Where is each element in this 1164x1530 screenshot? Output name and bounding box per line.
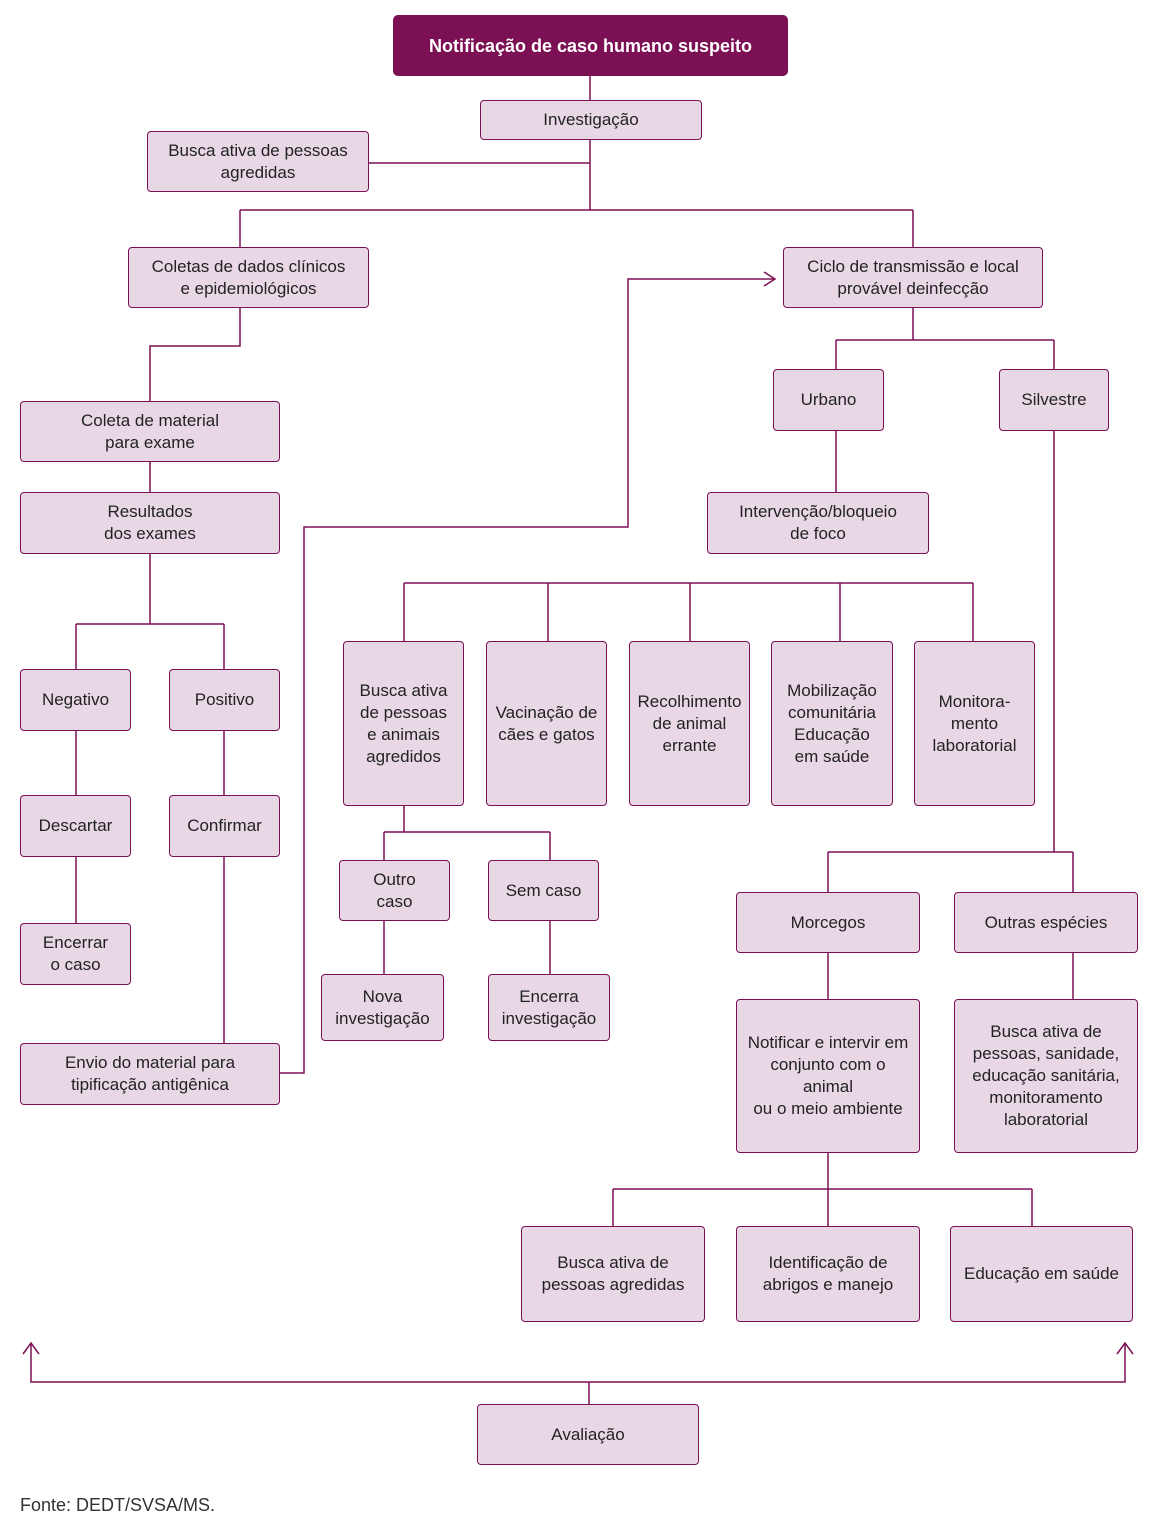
notificar-intervir-box: Notificar e intervir em conjunto com o a… <box>736 999 920 1153</box>
envio-material-label: Envio do material para tipificação antig… <box>64 1053 236 1094</box>
busca-pessoas-agredidas-2-label: Busca ativa de pessoas agredidas <box>541 1253 685 1294</box>
morcegos-box: Morcegos <box>736 892 920 953</box>
negativo-label: Negativo <box>41 690 110 709</box>
ciclo-transmissao-box: Ciclo de transmissão e local provável de… <box>783 247 1043 308</box>
mobilizacao-box: Mobilização comunitária Educação em saúd… <box>771 641 893 806</box>
vacinacao-label: Vacinação de cães e gatos <box>495 702 598 744</box>
nova-investigacao-label: Nova investigação <box>335 986 430 1028</box>
positivo-label: Positivo <box>194 690 255 709</box>
busca-sanidade-label: Busca ativa de pessoas, sanidade, educaç… <box>972 1022 1120 1129</box>
vacinacao-box: Vacinação de cães e gatos <box>486 641 607 806</box>
coletas-dados-box: Coletas de dados clínicos e epidemiológi… <box>128 247 369 308</box>
positivo-box: Positivo <box>169 669 280 731</box>
resultados-exames-box: Resultados dos exames <box>20 492 280 554</box>
sem-caso-box: Sem caso <box>488 860 599 921</box>
outras-especies-box: Outras espécies <box>954 892 1138 953</box>
recolhimento-box: Recolhimento de animal errante <box>629 641 750 806</box>
monitoramento-laboratorial-box: Monitora- mento laboratorial <box>914 641 1035 806</box>
busca-pessoas-agredidas-2-box: Busca ativa de pessoas agredidas <box>521 1226 705 1322</box>
outro-caso-box: Outro caso <box>339 860 450 921</box>
avaliacao-label: Avaliação <box>551 1424 625 1444</box>
descartar-box: Descartar <box>20 795 131 857</box>
resultados-exames-label: Resultados dos exames <box>104 502 196 543</box>
intervencao-bloqueio-label: Intervenção/bloqueio de foco <box>739 502 897 543</box>
notificar-intervir-label: Notificar e intervir em conjunto com o a… <box>747 1033 909 1118</box>
coletas-dados-label: Coletas de dados clínicos e epidemiológi… <box>151 256 346 298</box>
coleta-material-box: Coleta de material para exame <box>20 401 280 462</box>
notificacao-caso-suspeito-box: Notificação de caso humano suspeito <box>393 15 788 76</box>
identificacao-abrigos-label: Identificação de abrigos e manejo <box>762 1253 894 1294</box>
identificacao-abrigos-box: Identificação de abrigos e manejo <box>736 1226 920 1322</box>
notificacao-label: Notificação de caso humano suspeito <box>428 35 753 56</box>
source-caption: Fonte: DEDT/SVSA/MS. <box>20 1495 216 1515</box>
investigacao-box: Investigação <box>480 100 702 140</box>
sem-caso-label: Sem caso <box>505 880 582 900</box>
envio-material-box: Envio do material para tipificação antig… <box>20 1043 280 1105</box>
busca-pessoas-animais-box: Busca ativa de pessoas e animais agredid… <box>343 641 464 806</box>
monitoramento-laboratorial-label: Monitora- mento laboratorial <box>932 691 1017 755</box>
encerra-investigacao-label: Encerra investigação <box>501 986 597 1028</box>
negativo-box: Negativo <box>20 669 131 731</box>
busca-pessoas-agredidas-box: Busca ativa de pessoas agredidas <box>147 131 369 192</box>
descartar-label: Descartar <box>38 816 113 835</box>
nova-investigacao-box: Nova investigação <box>321 974 444 1041</box>
urbano-box: Urbano <box>773 369 884 431</box>
educacao-saude-label: Educação em saúde <box>964 1264 1119 1283</box>
silvestre-label: Silvestre <box>1021 390 1087 409</box>
investigacao-label: Investigação <box>543 110 639 129</box>
busca-pessoas-agredidas-label: Busca ativa de pessoas agredidas <box>168 140 348 182</box>
avaliacao-box: Avaliação <box>477 1404 699 1465</box>
encerra-investigacao-box: Encerra investigação <box>488 974 610 1041</box>
outro-caso-label: Outro caso <box>373 869 416 911</box>
ciclo-transmissao-label: Ciclo de transmissão e local provável de… <box>807 256 1019 298</box>
confirmar-box: Confirmar <box>169 795 280 857</box>
encerrar-caso-label: Encerrar o caso <box>42 933 109 974</box>
encerrar-caso-box: Encerrar o caso <box>20 923 131 985</box>
recolhimento-label: Recolhimento de animal errante <box>637 691 742 755</box>
confirmar-label: Confirmar <box>187 816 262 835</box>
morcegos-label: Morcegos <box>790 912 866 932</box>
outras-especies-label: Outras espécies <box>984 912 1108 932</box>
intervencao-bloqueio-box: Intervenção/bloqueio de foco <box>707 492 929 554</box>
busca-pessoas-animais-label: Busca ativa de pessoas e animais agredid… <box>359 680 448 766</box>
coleta-material-label: Coleta de material para exame <box>81 410 219 452</box>
mobilizacao-label: Mobilização comunitária Educação em saúd… <box>787 680 877 766</box>
urbano-label: Urbano <box>800 390 857 409</box>
silvestre-box: Silvestre <box>999 369 1109 431</box>
busca-sanidade-box: Busca ativa de pessoas, sanidade, educaç… <box>954 999 1138 1153</box>
educacao-saude-box: Educação em saúde <box>950 1226 1133 1322</box>
